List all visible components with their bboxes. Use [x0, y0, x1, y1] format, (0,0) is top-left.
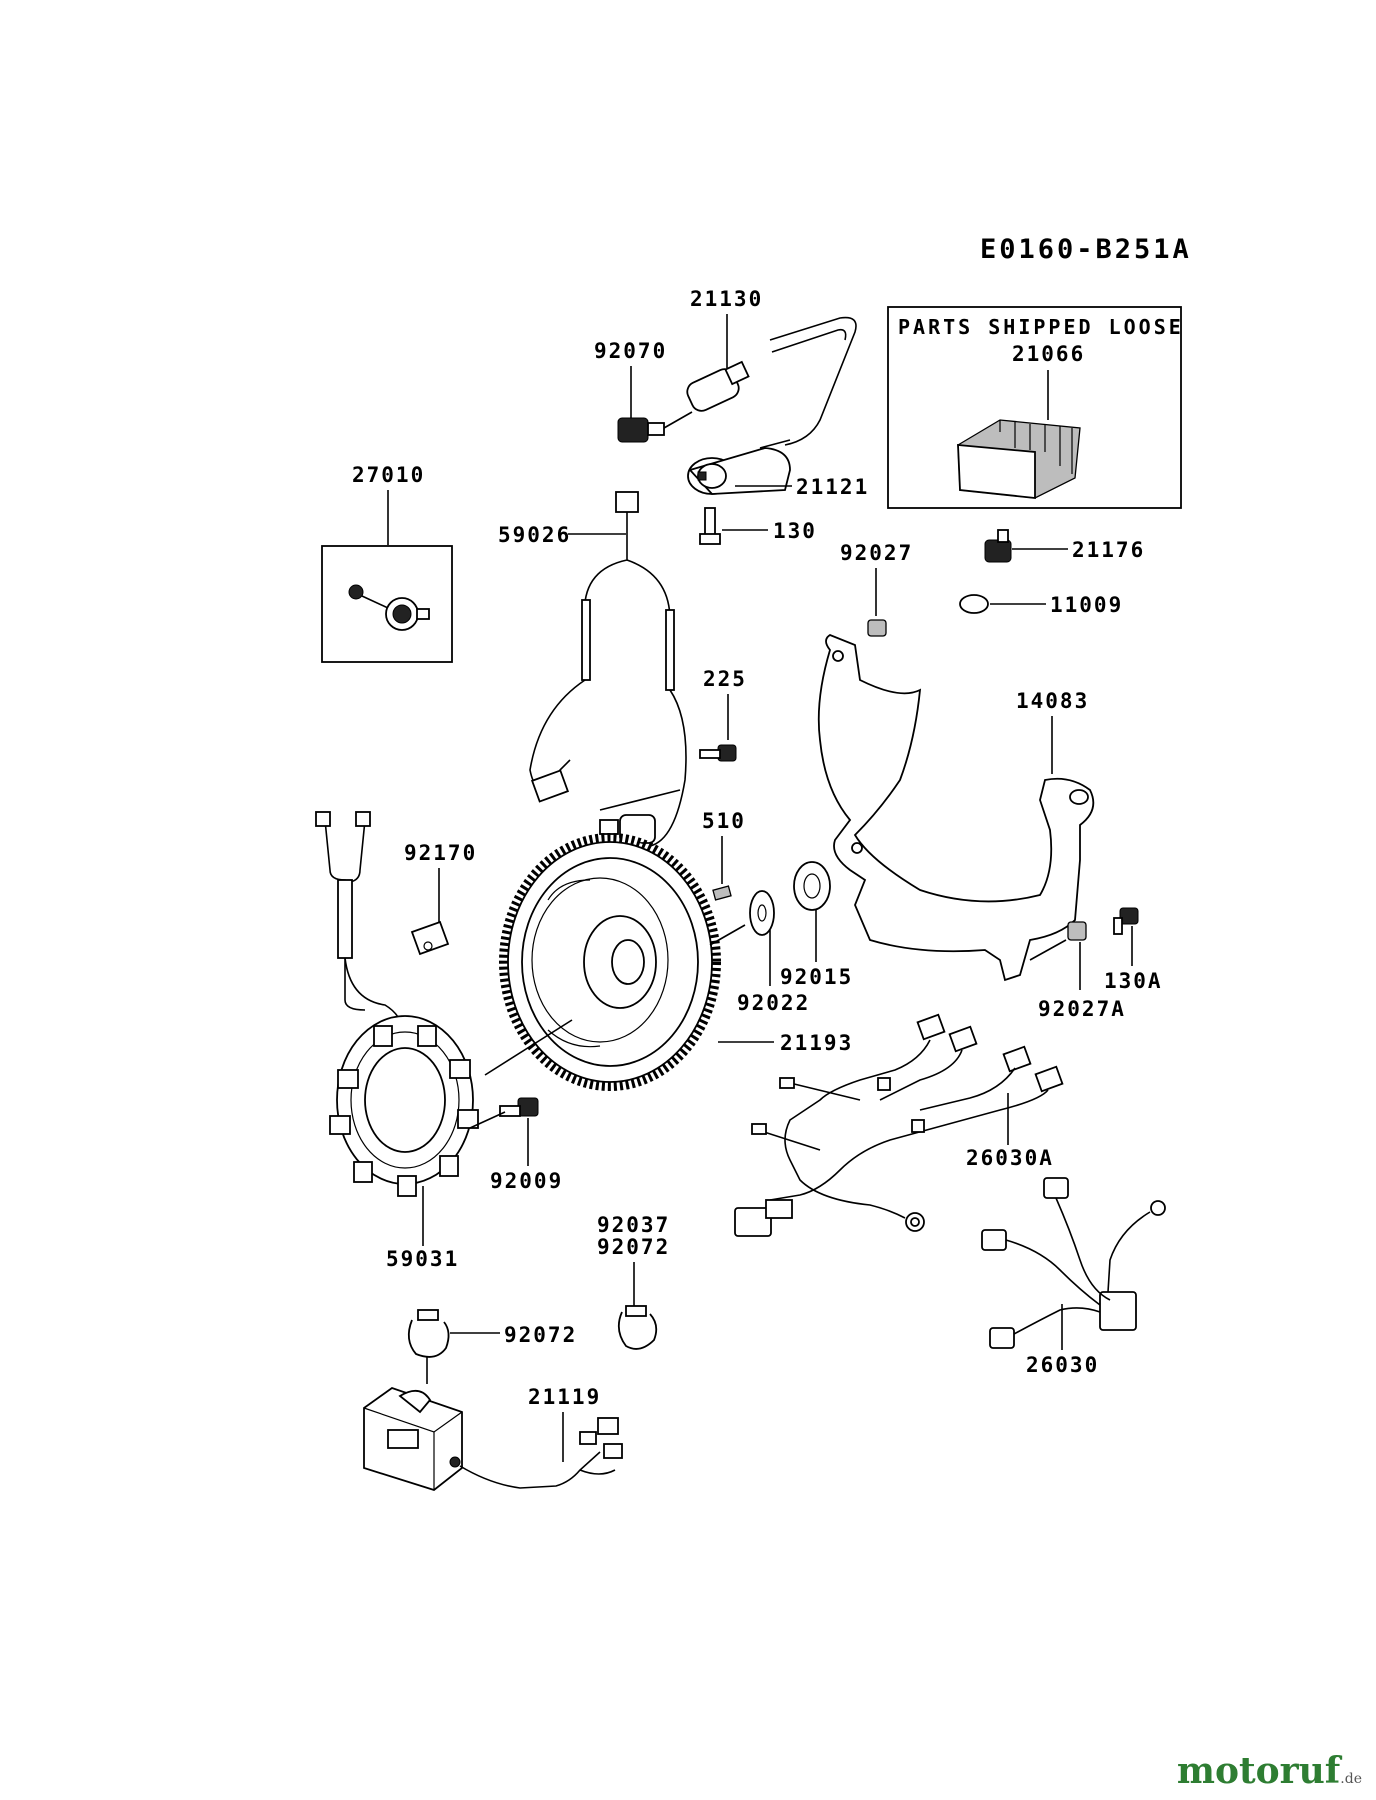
spark-plug-cap-part	[686, 360, 750, 412]
label-92037[interactable]: 92037	[597, 1213, 670, 1237]
label-59031[interactable]: 59031	[386, 1247, 459, 1271]
label-92027[interactable]: 92027	[840, 541, 913, 565]
washer-92022-part	[749, 890, 775, 936]
label-14083[interactable]: 14083	[1016, 689, 1089, 713]
band-92037-part	[617, 1305, 658, 1350]
label-21121[interactable]: 21121	[796, 475, 869, 499]
clamp-92170-part	[410, 920, 450, 956]
label-59026[interactable]: 59026	[498, 523, 571, 547]
watermark-tld: .de	[1340, 1771, 1362, 1787]
ignitor-21119-part	[363, 1386, 623, 1492]
motoruf-watermark-logo: motoruf.de	[1177, 1750, 1362, 1792]
label-27010[interactable]: 27010	[352, 463, 425, 487]
spark-plug-part	[617, 411, 693, 443]
label-92015[interactable]: 92015	[780, 965, 853, 989]
switch-27010-box	[321, 545, 453, 663]
label-21176[interactable]: 21176	[1072, 538, 1145, 562]
collar-92027-part	[867, 619, 887, 637]
label-21130[interactable]: 21130	[690, 287, 763, 311]
label-510[interactable]: 510	[702, 809, 746, 833]
band-92072-part	[407, 1309, 450, 1358]
watermark-brand: motoruf	[1176, 1750, 1341, 1792]
harness-26030A-part	[734, 1013, 1064, 1237]
label-21066[interactable]: 21066	[1012, 342, 1085, 366]
regulator-rectifier-part	[957, 419, 1081, 500]
collar-92027A-part	[1067, 921, 1087, 941]
label-130[interactable]: 130	[773, 519, 817, 543]
label-225[interactable]: 225	[703, 667, 747, 691]
bolt-130-part	[699, 507, 721, 545]
sensor-21176-part	[984, 529, 1012, 563]
label-92009[interactable]: 92009	[490, 1169, 563, 1193]
label-92170[interactable]: 92170	[404, 841, 477, 865]
label-130A[interactable]: 130A	[1104, 969, 1163, 993]
label-92027A[interactable]: 92027A	[1038, 997, 1126, 1021]
label-92072-a[interactable]: 92072	[597, 1235, 670, 1259]
label-92022[interactable]: 92022	[737, 991, 810, 1015]
harness-26030-part	[981, 1177, 1166, 1349]
diagram-code: E0160-B251A	[980, 234, 1192, 265]
key-510-part	[712, 885, 732, 901]
bolt-92009-part	[499, 1097, 539, 1117]
cover-14083-part	[817, 633, 1095, 982]
bolt-130A-part	[1113, 907, 1139, 935]
washer-11009-part	[959, 594, 989, 614]
bolt-225-part	[699, 744, 737, 762]
label-26030A[interactable]: 26030A	[966, 1146, 1054, 1170]
label-92070[interactable]: 92070	[594, 339, 667, 363]
parts-shipped-loose-box: PARTS SHIPPED LOOSE 21066	[887, 306, 1184, 509]
ignition-coil-part	[687, 439, 791, 495]
label-21119[interactable]: 21119	[528, 1385, 601, 1409]
label-11009[interactable]: 11009	[1050, 593, 1123, 617]
label-92072-b[interactable]: 92072	[504, 1323, 577, 1347]
loose-box-title: PARTS SHIPPED LOOSE	[898, 315, 1184, 339]
label-21193[interactable]: 21193	[780, 1031, 853, 1055]
nut-92015-part	[793, 861, 831, 911]
label-26030[interactable]: 26030	[1026, 1353, 1099, 1377]
flywheel-21193-part	[499, 833, 721, 1091]
stator-59031-part	[315, 811, 479, 1197]
wiring-lead-59026-part	[529, 491, 687, 847]
